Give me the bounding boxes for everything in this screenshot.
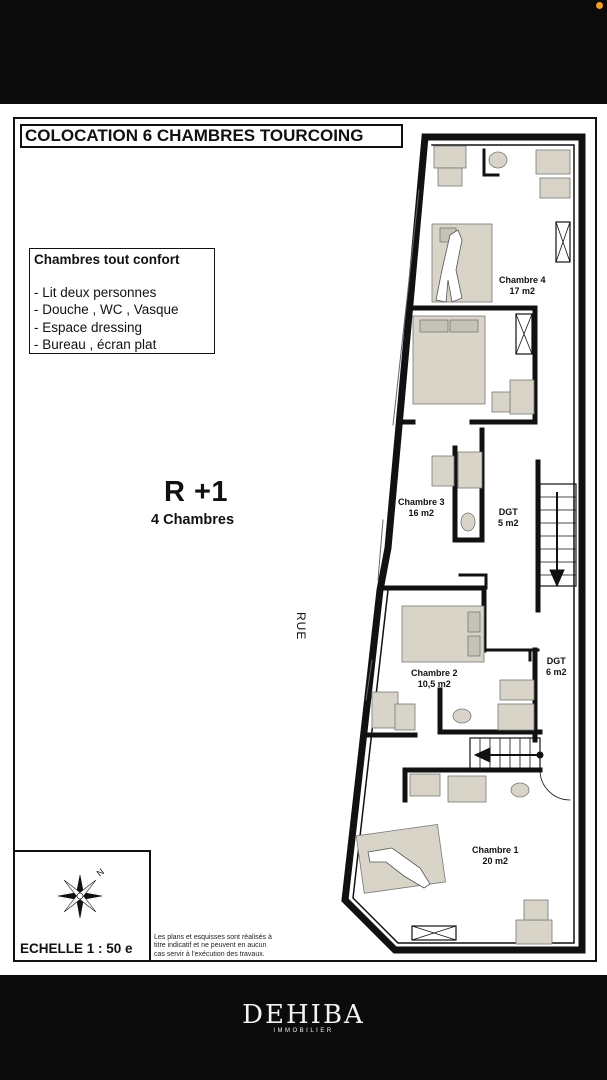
brand-subtitle: IMMOBILIER bbox=[273, 1028, 334, 1034]
room-area: 17 m2 bbox=[509, 286, 536, 296]
shower bbox=[497, 703, 535, 731]
partition-wall bbox=[407, 305, 538, 425]
toilet bbox=[460, 512, 476, 532]
shower bbox=[535, 149, 571, 175]
person-figure bbox=[367, 847, 431, 889]
room-name: DGT bbox=[498, 507, 518, 517]
room-label-chambre-4: Chambre 4 17 m2 bbox=[499, 275, 546, 297]
brand-logo: DEHIBA IMMOBILIER bbox=[0, 1000, 607, 1034]
svg-text:N: N bbox=[95, 867, 106, 879]
features-box: Chambres tout confort - Lit deux personn… bbox=[29, 248, 215, 354]
door-swing bbox=[539, 769, 571, 801]
disclaimer-line: cas servir à l'exécution des travaux. bbox=[154, 950, 265, 958]
desk-chair bbox=[394, 703, 416, 731]
exterior-wall bbox=[341, 133, 586, 954]
room-label-chambre-1: Chambre 1 20 m2 bbox=[472, 845, 519, 867]
status-indicator-dot bbox=[596, 2, 603, 9]
scale-box bbox=[13, 850, 151, 962]
toilet bbox=[510, 782, 530, 798]
sink bbox=[499, 679, 535, 701]
feature-item: - Espace dressing bbox=[34, 319, 143, 335]
floor-plan-sheet bbox=[0, 104, 607, 975]
plan-title: COLOCATION 6 CHAMBRES TOURCOING bbox=[20, 124, 403, 148]
desk bbox=[515, 919, 553, 945]
toilet bbox=[452, 708, 472, 724]
shower bbox=[447, 775, 487, 803]
rooms-count: 4 Chambres bbox=[151, 512, 235, 528]
desk bbox=[433, 145, 467, 169]
brand-name: DEHIBA bbox=[242, 1000, 365, 1030]
plan-frame bbox=[13, 117, 597, 962]
features-heading: Chambres tout confort bbox=[34, 252, 180, 267]
disclaimer-line: Les plans et esquisses sont réalisés à bbox=[154, 934, 272, 941]
window-line bbox=[377, 519, 384, 581]
room-name: Chambre 4 bbox=[499, 275, 546, 285]
room-area: 20 m2 bbox=[482, 856, 509, 866]
room-name: Chambre 2 bbox=[411, 668, 458, 678]
feature-item: - Bureau , écran plat bbox=[34, 337, 157, 353]
disclaimer: Les plans et esquisses sont réalisés à t… bbox=[154, 934, 304, 959]
shower bbox=[457, 451, 483, 489]
staircase bbox=[539, 483, 577, 587]
wardrobe bbox=[555, 221, 571, 263]
sink bbox=[539, 177, 571, 199]
room-area: 16 m2 bbox=[408, 508, 435, 518]
desk-chair bbox=[491, 391, 511, 413]
window-line bbox=[392, 189, 420, 426]
person-figure bbox=[435, 229, 463, 303]
room-label-dgt-6: DGT 6 m2 bbox=[546, 656, 567, 678]
room-name: DGT bbox=[546, 656, 566, 666]
wardrobe bbox=[411, 925, 457, 941]
room-label-chambre-3: Chambre 3 16 m2 bbox=[398, 497, 445, 519]
sink bbox=[409, 773, 441, 797]
floor-level: R +1 bbox=[164, 476, 229, 508]
room-name: Chambre 1 bbox=[472, 845, 519, 855]
compass-rose bbox=[57, 874, 103, 919]
room-area: 6 m2 bbox=[546, 667, 567, 677]
desk bbox=[509, 379, 535, 415]
disclaimer-line: titre indicatif et ne peuvent en aucun bbox=[154, 942, 267, 950]
room-area: 10,5 m2 bbox=[417, 679, 451, 689]
desk-chair bbox=[523, 899, 549, 921]
sink bbox=[431, 455, 455, 487]
room-name: Chambre 3 bbox=[398, 497, 445, 507]
desk-chair bbox=[437, 167, 463, 187]
wardrobe bbox=[515, 313, 533, 355]
room-area: 5 m2 bbox=[498, 518, 519, 528]
room-label-chambre-2: Chambre 2 10,5 m2 bbox=[411, 668, 458, 690]
toilet bbox=[488, 151, 508, 169]
scale-label: ECHELLE 1 : 50 e bbox=[20, 941, 133, 956]
room-label-dgt-5: DGT 5 m2 bbox=[498, 507, 519, 529]
feature-item: - Douche , WC , Vasque bbox=[34, 302, 179, 318]
feature-item: - Lit deux personnes bbox=[34, 285, 157, 300]
window-line bbox=[365, 659, 373, 701]
desk bbox=[371, 691, 399, 729]
